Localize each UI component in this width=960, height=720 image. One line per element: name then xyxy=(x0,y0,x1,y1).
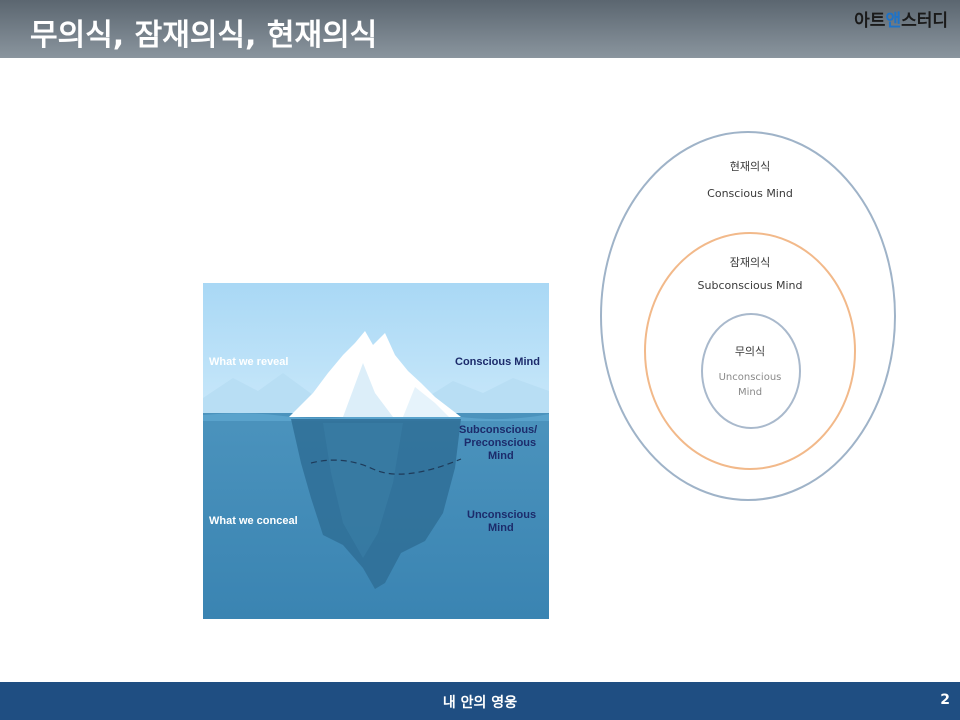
subconscious-label-3: Mind xyxy=(488,450,514,462)
subconscious-label-1: Subconscious/ xyxy=(459,424,538,436)
subconscious-label-2: Preconscious xyxy=(464,437,537,449)
inner-circle xyxy=(701,313,801,429)
what-we-reveal-label: What we reveal xyxy=(209,356,289,368)
middle-circle xyxy=(644,232,856,470)
consciousness-circles: 현재의식 Conscious Mind 잠재의식 Subconscious Mi… xyxy=(600,130,900,505)
brand-prefix: 아트 xyxy=(854,11,886,31)
iceberg-graphic xyxy=(203,283,549,619)
footer-title: 내 안의 영웅 xyxy=(442,695,518,711)
iceberg-illustration: What we reveal Conscious Mind Subconscio… xyxy=(203,283,549,619)
outer-circle xyxy=(600,131,896,501)
circles-graphic xyxy=(600,131,896,501)
page-title: 무의식, 잠재의식, 현재의식 xyxy=(30,18,378,53)
what-we-conceal-label: What we conceal xyxy=(209,515,298,527)
brand-suffix: 스터디 xyxy=(901,11,948,31)
inner-label-ko: 무의식 xyxy=(734,345,766,358)
middle-label-ko: 잠재의식 xyxy=(729,256,771,269)
conscious-mind-label: Conscious Mind xyxy=(455,356,540,368)
outer-label-en: Conscious Mind xyxy=(707,187,793,200)
brand-logo: 아트앤스터디 xyxy=(854,6,948,31)
title-bar: 무의식, 잠재의식, 현재의식 아트앤스터디 xyxy=(0,0,960,58)
brand-accent: 앤 xyxy=(885,11,902,31)
unconscious-label-2: Mind xyxy=(488,522,514,534)
inner-label-en-2: Mind xyxy=(737,387,763,398)
page-number: 2 xyxy=(940,692,950,708)
inner-label-en-1: Unconscious xyxy=(718,372,782,383)
unconscious-label-1: Unconscious xyxy=(467,509,537,521)
outer-label-ko: 현재의식 xyxy=(729,160,771,173)
middle-label-en: Subconscious Mind xyxy=(697,279,803,292)
footer-bar: 내 안의 영웅 2 xyxy=(0,682,960,720)
